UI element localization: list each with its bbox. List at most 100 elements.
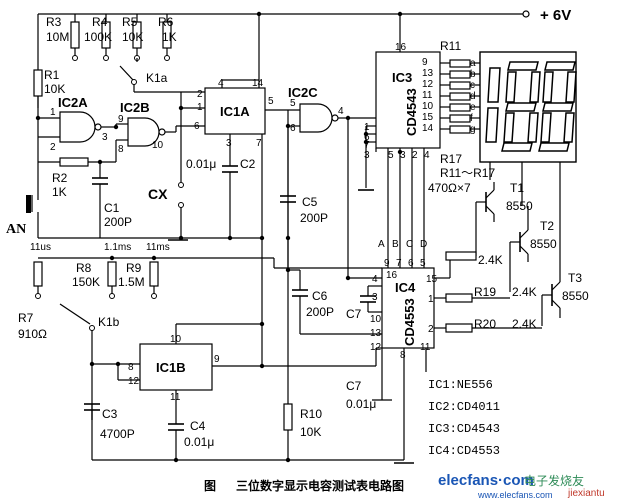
gate-ic2b: IC2B 9 8 10 xyxy=(115,100,205,155)
svg-text:C3: C3 xyxy=(102,407,118,421)
svg-text:R17: R17 xyxy=(440,152,462,166)
resistor-r5: R5 10K xyxy=(122,14,143,56)
svg-text:a: a xyxy=(470,58,476,69)
svg-text:R8: R8 xyxy=(76,261,92,275)
resistor-r18: R18 2.4K xyxy=(445,249,503,267)
capacitor-c1: C1 200P xyxy=(92,162,132,238)
svg-text:R5: R5 xyxy=(122,15,138,29)
svg-text:C5: C5 xyxy=(302,195,318,209)
svg-text:6: 6 xyxy=(408,258,414,269)
svg-text:IC2B: IC2B xyxy=(120,100,150,115)
svg-text:4: 4 xyxy=(338,106,344,117)
svg-text:5: 5 xyxy=(388,150,394,161)
capacitor-c6: C6 200P xyxy=(292,270,382,335)
svg-text:R11: R11 xyxy=(440,39,461,53)
svg-text:R20: R20 xyxy=(474,317,496,331)
capacitor-c7-small: C7 xyxy=(346,285,382,321)
svg-text:IC2:CD4011: IC2:CD4011 xyxy=(428,400,500,414)
svg-text:2.4K: 2.4K xyxy=(478,253,503,267)
svg-text:910Ω: 910Ω xyxy=(18,327,47,341)
svg-text:10: 10 xyxy=(152,140,164,151)
gate-ic2a: IC2A 1 2 3 xyxy=(37,95,116,153)
caption: 图 三位数字显示电容测试表电路图 xyxy=(204,478,404,493)
svg-text:C7: C7 xyxy=(346,379,362,393)
svg-text:www.elecfans.com: www.elecfans.com xyxy=(477,490,553,500)
svg-text:C4: C4 xyxy=(190,419,206,433)
svg-text:CX: CX xyxy=(148,186,168,202)
svg-text:12: 12 xyxy=(128,376,140,387)
resistor-r3: R3 10M xyxy=(46,14,80,56)
svg-text:2.4K: 2.4K xyxy=(512,317,537,331)
svg-text:IC4:CD4553: IC4:CD4553 xyxy=(428,444,500,458)
switch-k1b: K1b xyxy=(35,286,157,420)
digit-3 xyxy=(538,61,577,152)
svg-text:14: 14 xyxy=(422,123,434,134)
transistor-t3: T3 8550 xyxy=(541,256,589,326)
svg-text:2: 2 xyxy=(412,150,418,161)
resistor-r6: R6 1K xyxy=(158,14,177,56)
resistor-r1: R1 10K xyxy=(33,68,65,97)
svg-text:2: 2 xyxy=(197,89,203,100)
svg-text:R3: R3 xyxy=(46,15,62,29)
svg-text:图: 图 xyxy=(204,479,216,493)
ic4-cd4553: IC4 CD4553 A B C D 9 7 6 5 4 3 10 13 12 … xyxy=(370,239,438,361)
capacitor-c7: C7 0.01μ xyxy=(346,348,392,411)
svg-text:11us: 11us xyxy=(30,242,51,253)
resistor-r8: R8 150K xyxy=(72,261,117,289)
svg-text:9: 9 xyxy=(422,57,428,68)
svg-text:g: g xyxy=(470,124,476,135)
svg-text:1: 1 xyxy=(364,122,370,133)
svg-text:T3: T3 xyxy=(568,271,582,285)
svg-text:4: 4 xyxy=(424,150,430,161)
svg-text:A: A xyxy=(378,239,385,250)
svg-text:8550: 8550 xyxy=(530,237,557,251)
svg-text:9: 9 xyxy=(214,354,220,365)
svg-text:9: 9 xyxy=(118,114,124,125)
resistor-r10: R10 10K xyxy=(283,238,322,460)
svg-text:2: 2 xyxy=(50,142,56,153)
pushbutton-an: AN xyxy=(6,178,39,238)
svg-text:10: 10 xyxy=(370,314,382,325)
svg-text:R6: R6 xyxy=(158,15,174,29)
svg-text:C: C xyxy=(406,239,413,250)
range-labels: 11us 1.1ms 11ms xyxy=(30,242,170,253)
svg-text:C7: C7 xyxy=(346,307,362,321)
svg-text:三位数字显示电容测试表电路图: 三位数字显示电容测试表电路图 xyxy=(236,478,404,493)
ic-legend: IC1:NE556 IC2:CD4011 IC3:CD4543 IC4:CD45… xyxy=(428,378,500,458)
switch-k1a: K1a xyxy=(72,55,181,93)
svg-text:2.4K: 2.4K xyxy=(512,285,537,299)
svg-text:13: 13 xyxy=(422,68,434,79)
gate-ic2c: IC2C 5 6 4 xyxy=(282,85,349,278)
svg-text:3: 3 xyxy=(226,138,232,149)
svg-text:3: 3 xyxy=(364,150,370,161)
svg-text:8550: 8550 xyxy=(562,289,589,303)
resistor-r7-label: R7 910Ω xyxy=(18,311,47,341)
svg-text:4700P: 4700P xyxy=(100,427,135,441)
svg-text:10K: 10K xyxy=(122,30,143,44)
seven-segment-display xyxy=(479,51,577,163)
svg-text:5: 5 xyxy=(268,96,274,107)
svg-text:K1a: K1a xyxy=(146,71,168,85)
svg-text:1: 1 xyxy=(428,294,434,305)
svg-text:470Ω×7: 470Ω×7 xyxy=(428,181,471,195)
junction-dots xyxy=(35,11,403,463)
svg-text:11: 11 xyxy=(420,342,431,353)
svg-text:10M: 10M xyxy=(46,30,69,44)
transistor-t1: T1 8550 xyxy=(475,181,533,256)
svg-text:R1: R1 xyxy=(44,68,60,82)
svg-text:d: d xyxy=(470,91,476,102)
svg-text:c: c xyxy=(470,80,475,91)
svg-text:C2: C2 xyxy=(240,157,256,171)
svg-text:200P: 200P xyxy=(300,211,328,225)
svg-text:8: 8 xyxy=(128,362,134,373)
svg-text:R11～R17: R11～R17 xyxy=(440,166,495,180)
cx-terminals: CX xyxy=(148,108,184,238)
capacitor-c2: 0.01μ C2 xyxy=(186,134,256,238)
capacitor-c3: C3 4700P xyxy=(84,403,135,460)
svg-text:4: 4 xyxy=(218,78,224,89)
svg-text:6: 6 xyxy=(364,132,370,143)
svg-text:2: 2 xyxy=(428,324,434,335)
svg-text:200P: 200P xyxy=(306,305,334,319)
svg-text:IC1B: IC1B xyxy=(156,360,186,375)
svg-text:12: 12 xyxy=(370,342,382,353)
